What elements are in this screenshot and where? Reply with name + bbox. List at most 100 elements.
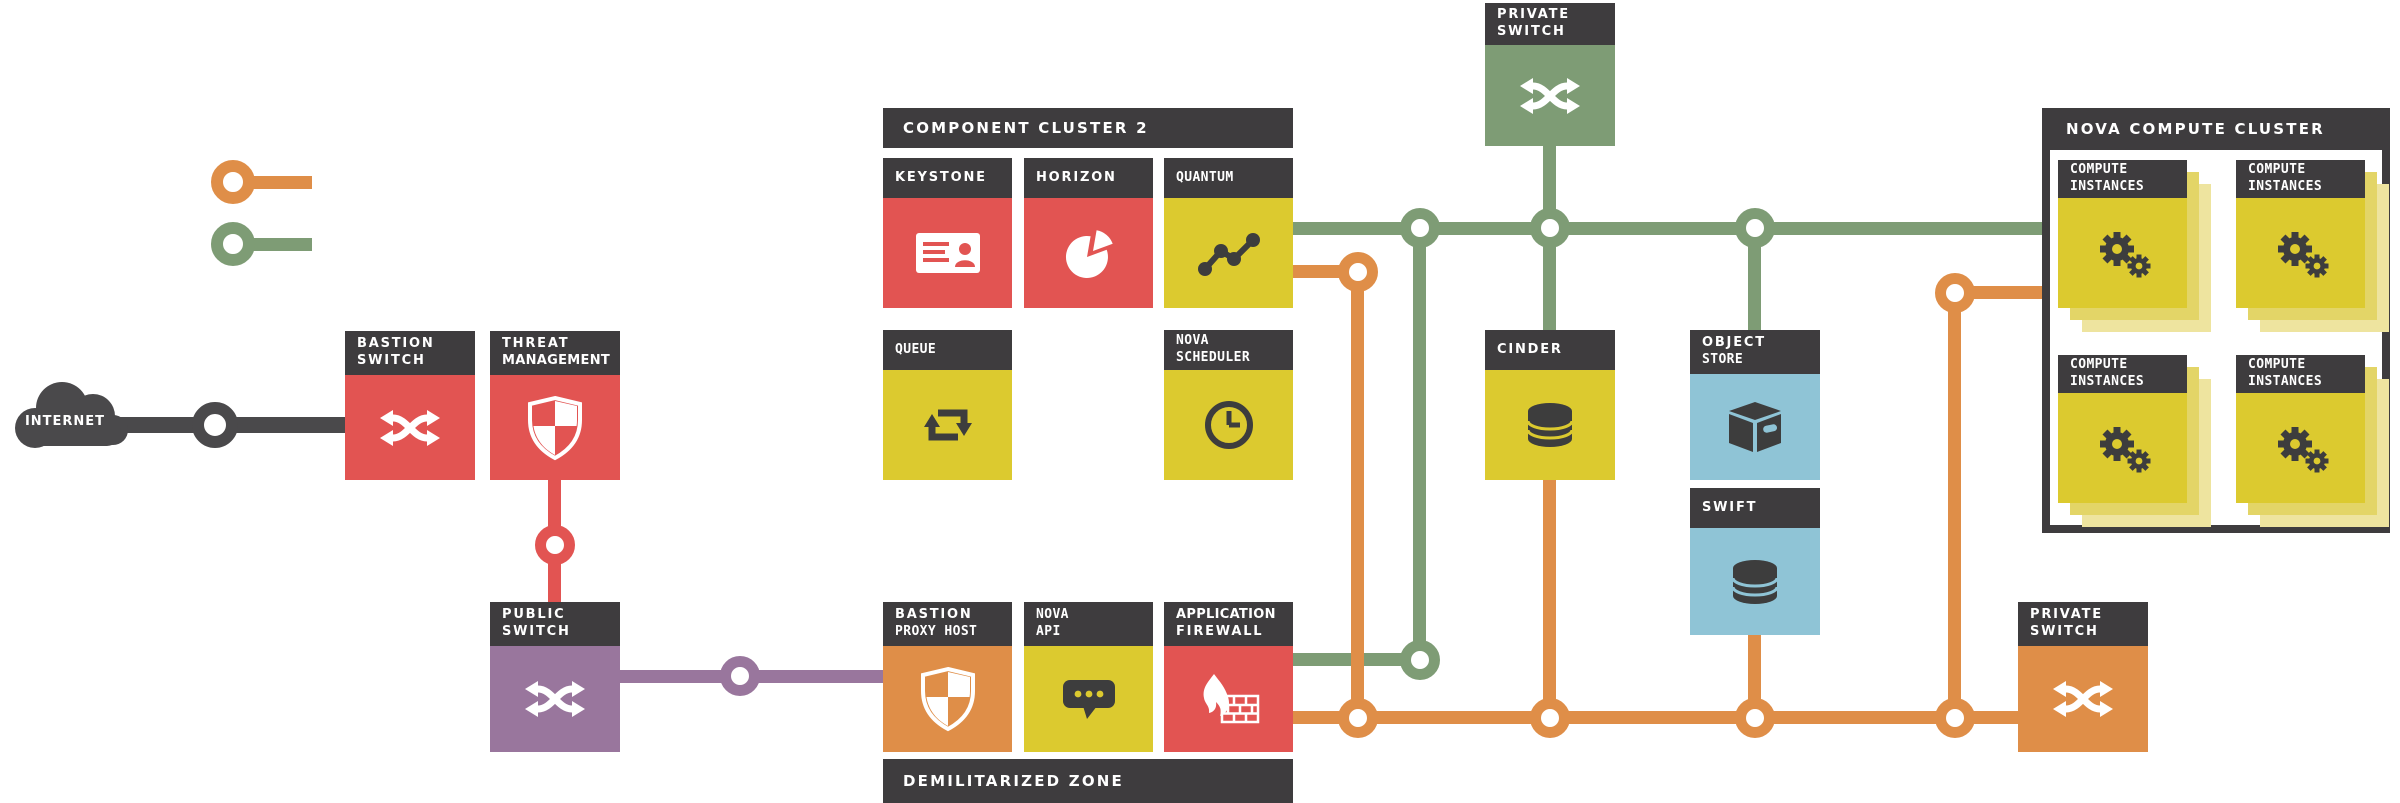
private-network-junction [1735,208,1775,248]
block-label: THREAT [502,336,570,352]
block-label: STORE [1702,352,1744,367]
block-label: APPLICATION [1176,607,1276,623]
private-network-object-store-link [1748,228,1761,330]
shuffle-icon [380,409,440,446]
cloud-icon [15,382,128,448]
repeat-icon [923,409,972,441]
public-network-junction [1338,252,1378,292]
shuffle-icon [2053,681,2113,717]
legend-private-network-node [211,222,255,266]
compute-instances-block: COMPUTE INSTANCES [2058,355,2211,527]
internet-link-node [192,402,238,448]
nova-scheduler-header: NOVA SCHEDULER [1164,330,1293,370]
compute-instances-block: COMPUTE INSTANCES [2236,355,2389,527]
private-network-junction [1530,208,1570,248]
block-label: HORIZON [1036,169,1117,185]
public-network-junction [1935,273,1975,313]
compute-instances-header: COMPUTE INSTANCES [2058,355,2187,393]
management-link-node [535,525,575,565]
block-label: MANAGEMENT [502,353,611,368]
box-icon [1729,402,1781,452]
block-label: QUANTUM [1176,169,1234,185]
gears-icon [2277,232,2328,278]
legend-public-network-line [246,176,312,189]
nova-compute-cluster-titlebar: NOVA COMPUTE CLUSTER [2050,108,2382,150]
shield-icon [920,666,975,732]
pie-chart-icon [1065,230,1113,278]
block-label: KEYSTONE [895,169,987,185]
bastion-proxy-host-header: BASTION PROXY HOST [883,602,1012,646]
block-label: SWIFT [1702,499,1758,515]
database-icon [1731,559,1779,604]
public-network-junction [1935,698,1975,738]
block-label: PUBLIC [502,607,566,623]
private-network-drop-firewall [1413,228,1426,660]
application-firewall-header: APPLICATION FIREWALL [1164,602,1293,646]
block-label: NOVA [1036,607,1069,623]
bastion-switch-header: BASTION SWITCH [345,331,475,375]
gears-icon [2099,427,2150,473]
block-label: INSTANCES [2248,179,2323,194]
chat-bubble-icon [1062,680,1115,719]
private-network-main-line [1293,222,2042,235]
block-label: CINDER [1497,341,1563,357]
object-store-block: OBJECT STORE [1690,330,1820,480]
block-label: INSTANCES [2070,374,2145,389]
public-network-cinder-link [1543,480,1556,718]
block-label: NOVA [1176,333,1209,349]
keystone-block: KEYSTONE [883,158,1012,308]
public-switch-block: PUBLIC SWITCH [490,602,620,752]
block-label: COMPUTE [2248,357,2306,373]
public-network-junction [1338,698,1378,738]
legend-public-network-node [211,160,255,204]
node-graph-icon [1197,233,1260,276]
private-switch-right-block: PRIVATE SWITCH [2018,602,2148,752]
legend-private-network-line [246,238,312,251]
block-label: API [1036,624,1061,639]
block-label: INSTANCES [2248,374,2323,389]
private-network-junction [1400,208,1440,248]
database-icon [1526,403,1574,447]
private-network-junction [1400,640,1440,680]
block-label: QUEUE [895,341,937,357]
id-card-icon [915,233,980,273]
gears-icon [2099,232,2150,278]
demilitarized-zone-bar: DEMILITARIZED ZONE [883,759,1293,803]
application-firewall-block: APPLICATION FIREWALL [1164,602,1293,752]
compute-instances-header: COMPUTE INSTANCES [2236,160,2365,198]
threat-management-block: THREAT MANAGEMENT [490,331,620,480]
proxy-link-node [720,656,760,696]
swift-block: SWIFT [1690,488,1820,635]
public-network-compute-link [1955,286,2042,299]
shield-icon [528,395,582,460]
cinder-block: CINDER [1485,330,1615,480]
component-cluster-2-title: COMPONENT CLUSTER 2 [903,119,1149,137]
object-store-header: OBJECT STORE [1690,330,1820,374]
horizon-header: HORIZON [1024,158,1153,198]
block-label: FIREWALL [1176,624,1264,639]
block-label: PRIVATE [1497,7,1570,23]
bastion-proxy-host-block: BASTION PROXY HOST [883,602,1012,752]
public-network-drop [1351,272,1364,718]
quantum-block: QUANTUM [1164,158,1293,308]
block-label: INSTANCES [2070,179,2145,194]
nova-api-block: NOVA API [1024,602,1153,752]
queue-block: QUEUE [883,330,1012,480]
public-network-riser [1948,293,1961,718]
shuffle-icon [1520,77,1580,114]
threat-management-header: THREAT MANAGEMENT [490,331,620,375]
internet-cloud: INTERNET [5,368,137,464]
block-label: COMPUTE [2248,162,2306,178]
compute-instances-header: COMPUTE INSTANCES [2058,160,2187,198]
nova-api-header: NOVA API [1024,602,1153,646]
block-label: BASTION [895,607,973,623]
keystone-header: KEYSTONE [883,158,1012,198]
internet-label: INTERNET [24,414,106,429]
block-label: SCHEDULER [1176,350,1251,365]
block-label: PROXY HOST [895,624,978,639]
cinder-header: CINDER [1485,330,1615,370]
clock-icon [1204,401,1253,449]
block-label: SWITCH [1497,24,1566,39]
block-label: BASTION [357,336,435,352]
block-label: PRIVATE [2030,607,2103,623]
